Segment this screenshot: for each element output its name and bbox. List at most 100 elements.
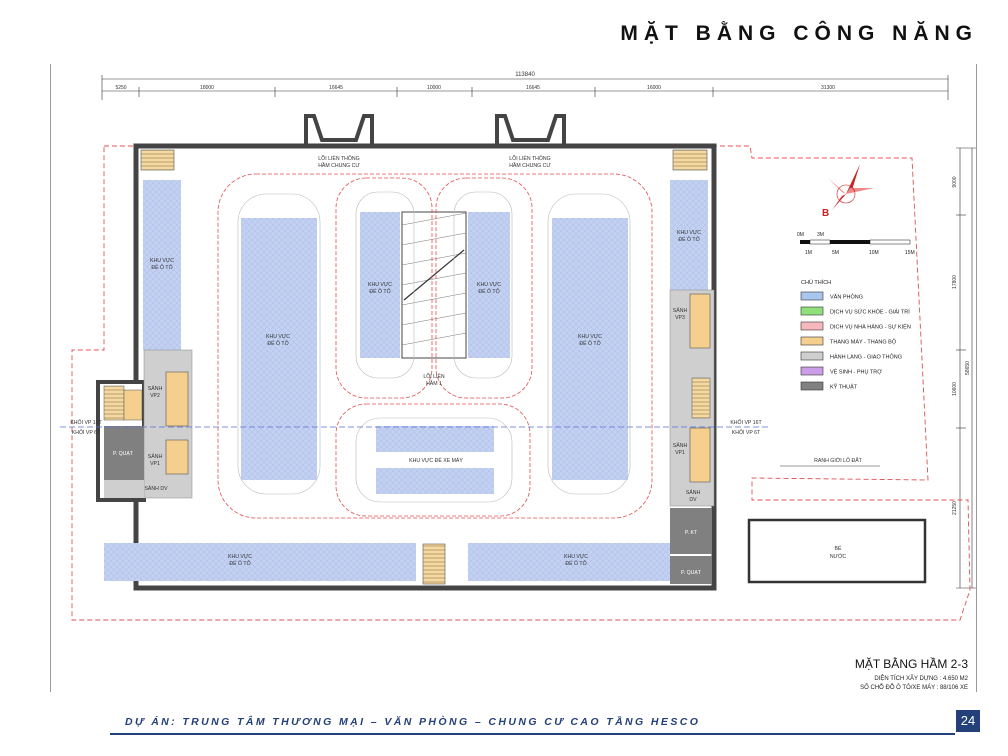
label-parking-br-1: KHU VỰC [564,554,588,560]
label-lobby-vp2-1: SẢNH [148,385,163,392]
label-parking-br-2: ĐỂ Ô TÔ [565,560,586,567]
label-parking-ri-1: KHU VỰC [578,334,602,340]
parking-right-strip [670,180,708,290]
label-core-link-right-1: LÕI LIÊN THÔNG [509,154,550,162]
legend-label: KỸ THUẬT [830,384,858,391]
label-core-link-right-2: HẦM CHUNG CƯ [509,162,551,169]
basement-floor-plan: 113840 5250 18000 16645 10000 16645 1600… [60,72,976,621]
page-title: MẶT BẰNG CÔNG NĂNG [620,22,978,45]
label-lobby-dv-right-2: DV [689,497,697,503]
legend-title: CHÚ THÍCH [801,279,831,286]
label-tank-2: NƯỚC [830,553,847,560]
site-boundary-line [71,145,971,621]
dim-total: 113840 [515,72,535,78]
label-parking-cr-2: ĐỂ Ô TÔ [478,288,499,295]
ramp-top-left [304,114,374,146]
legend-swatch [800,381,824,391]
label-tank-1: BỂ [835,545,842,552]
dim-right-4: 21250 [952,501,958,515]
footer-project-name: DỰ ÁN: TRUNG TÂM THƯƠNG MẠI – VĂN PHÒNG … [125,716,701,728]
label-tech-room: P. KT [685,530,698,536]
legend-swatch [800,291,824,301]
fan-room-right [670,556,712,584]
frame-line-left [50,64,51,692]
label-lobby-vp1-left-1: SẢNH [148,453,163,460]
stair-left-ext [103,385,125,421]
north-arrow-icon: B [822,164,874,219]
stair-top-right [672,149,708,171]
label-fan-room-right: P. QUẠT [681,570,702,576]
label-lobby-vp3-2: VP3 [675,315,685,321]
label-fan-room-left: P. QUẠT [113,451,134,457]
label-core-link-left-2: HẦM CHUNG CƯ [318,162,360,169]
label-lobby-vp2-2: VP2 [150,393,160,399]
label-motorbike: KHU VỰC ĐỂ XE MÁY [409,457,463,464]
parking-bottom-left [104,543,416,581]
legend-label: DỊCH VỤ NHÀ HÀNG - SỰ KIỆN [830,323,911,331]
page-number: 24 [956,710,980,732]
legend-label: VỆ SINH - PHỤ TRỢ [830,368,882,376]
stair-right [691,377,711,419]
label-parking-left-2: ĐỂ Ô TÔ [151,264,172,271]
scale-tick-15: 15M [905,250,915,256]
footer-divider [110,733,955,735]
dim-seg-6: 16000 [647,85,661,91]
legend-swatch [800,336,824,346]
parking-center-right [468,212,510,358]
label-lobby-vp3-1: SẢNH [673,307,688,314]
water-tank [747,518,927,584]
scale-tick-1: 1M [805,250,812,256]
scale-tick-3: 3M [817,232,824,238]
label-parking-left-1: KHU VỰC [150,258,174,264]
legend-label: VĂN PHÒNG [830,294,863,301]
driveway-islands [237,191,631,503]
dim-seg-3: 16645 [329,85,343,91]
dim-right-2: 17800 [952,275,958,289]
scale-tick-5: 5M [832,250,839,256]
scale-tick-10: 10M [869,250,879,256]
dimension-right [956,147,976,589]
elevators-right-vp1 [689,427,711,483]
label-block-left-1: KHỐI VP 16T [70,419,102,426]
parking-left-island [241,218,317,480]
dim-seg-7: 31300 [821,85,835,91]
elevators-left-vp2 [165,371,189,427]
elevators-right-vp3 [689,293,711,349]
ramp-core-lines [401,212,467,346]
plan-area: DIỆN TÍCH XÂY DỰNG : 4.650 M2 [874,676,968,682]
label-lobby-vp1-right-2: VP1 [675,450,685,456]
label-parking-right-1: KHU VỰC [677,230,701,236]
label-core-link-left-1: LÕI LIÊN THÔNG [318,154,359,162]
scale-bar [800,239,911,245]
dim-seg-2: 18000 [200,85,214,91]
label-block-right-2: KHỐI VP 6T [732,429,761,436]
parking-right-island [552,218,628,480]
parking-bottom-right [468,543,670,581]
label-parking-bl-2: ĐỂ Ô TÔ [229,560,250,567]
elevators-left-vp1 [165,439,189,475]
legend-swatch [800,366,824,376]
scale-tick-0: 0M [797,232,804,238]
legend-swatch [800,306,824,316]
label-parking-bl-1: KHU VỰC [228,554,252,560]
label-block-right-1: KHỐI VP 16T [730,419,762,426]
dimension-top [101,75,949,100]
label-lobby-dv-right-1: SẢNH [686,489,701,496]
label-parking-cl-2: ĐỂ Ô TÔ [369,288,390,295]
plan-title: MẶT BẰNG HẦM 2-3 [854,657,968,671]
wc-left-ext [123,389,143,421]
legend-label: THANG MÁY - THANG BỘ [830,339,897,346]
label-parking-cl-1: KHU VỰC [368,282,392,288]
ramp-core-b1 [401,211,467,359]
legend-swatch [800,351,824,361]
parking-center-left [360,212,400,358]
motorbike-row-top [376,426,494,452]
label-lobby-dv-left: SẢNH DV [144,485,168,492]
driveway-paths [217,173,653,519]
label-parking-ri-2: ĐỂ Ô TÔ [579,340,600,347]
label-boundary: RANH GIỚI LÔ ĐẤT [814,457,863,464]
dim-seg-1: 5250 [115,85,126,91]
stair-top-left [140,149,175,171]
legend-label: HÀNH LANG - GIAO THÔNG [830,354,902,361]
